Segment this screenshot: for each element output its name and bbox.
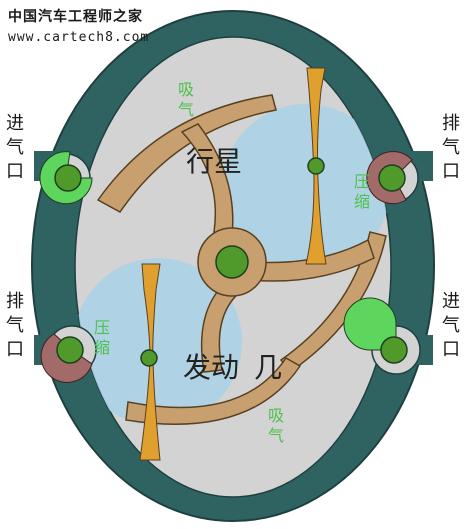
piston-sweeps	[75, 104, 390, 426]
engine-title-bottom: 发动	[183, 351, 240, 384]
port-label-left-top: 进 气 口	[6, 113, 24, 182]
watermark-site-name: 中国汽车工程师之家	[8, 9, 143, 25]
compression-label-left: 压 缩	[93, 318, 110, 357]
port-label-right-top: 排 气 口	[442, 113, 460, 182]
port-label-right-bottom: 进 气 口	[442, 291, 460, 360]
watermark-url: www.cartech8.com	[8, 30, 150, 45]
engine-title-top: 行星	[186, 145, 243, 178]
intake-valve-left-top	[39, 151, 93, 205]
intake-valve-right-bottom	[343, 297, 421, 375]
rotor-arm-lower	[125, 357, 302, 425]
piston-hub-bottom	[140, 349, 158, 367]
piston-hub-top	[307, 157, 325, 175]
engine-title-bottom-tail: 几	[254, 351, 283, 384]
piston-sweep-bottom	[75, 258, 242, 426]
intake-label-bottom: 吸 气	[267, 406, 284, 445]
exhaust-valve-right-top	[366, 151, 419, 205]
port-valves	[39, 151, 421, 383]
rotor-spoke-lower	[200, 281, 242, 373]
compression-label-right: 压 缩	[353, 172, 370, 211]
rotor-main-hub	[215, 245, 249, 279]
rotor-arm-upper	[96, 94, 277, 213]
port-label-left-bottom: 排 气 口	[6, 291, 24, 360]
intake-label-top: 吸 气	[177, 80, 194, 119]
piston-sweep-top	[222, 104, 390, 272]
exhaust-valve-left-bottom	[40, 325, 97, 383]
